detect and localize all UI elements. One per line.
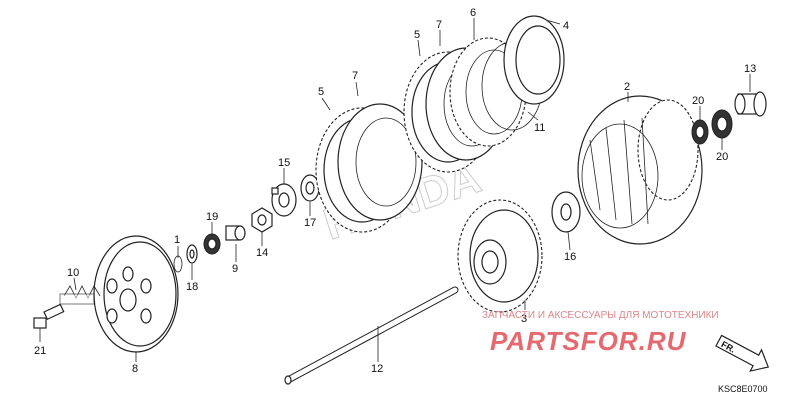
part-1-circlip xyxy=(173,255,183,273)
part-2-clutch-outer xyxy=(577,95,703,245)
part-18-washer xyxy=(186,244,198,264)
callout-6: 6 xyxy=(470,7,476,19)
callout-7a: 7 xyxy=(352,70,358,82)
callout-13: 13 xyxy=(744,63,756,75)
callout-11: 11 xyxy=(534,122,545,134)
part-10-spring xyxy=(59,285,101,305)
part-16-thrust-washer xyxy=(551,191,581,233)
part-20-needle-bearing-b xyxy=(711,109,733,139)
callout-15: 15 xyxy=(278,157,290,169)
callout-9: 9 xyxy=(232,263,238,275)
callout-5b: 5 xyxy=(414,29,420,41)
callout-10: 10 xyxy=(67,267,79,279)
callout-17: 17 xyxy=(304,217,316,229)
part-8-pressure-plate xyxy=(93,235,179,353)
callout-4: 4 xyxy=(563,20,569,32)
watermark-site: PARTSFOR.RU xyxy=(490,326,687,356)
callout-12: 12 xyxy=(371,363,383,375)
callout-18: 18 xyxy=(186,281,198,293)
part-15-lock-washer xyxy=(271,183,297,217)
part-21-bolt xyxy=(33,303,65,329)
part-14-lock-nut xyxy=(251,207,273,233)
part-3-clutch-center xyxy=(457,199,543,313)
part-7-plain-plate-front xyxy=(337,103,423,221)
callout-labels: 1 2 3 4 5 5 6 7 7 8 9 10 11 12 13 14 15 … xyxy=(34,7,756,375)
diagram-code: KSC8E0700 xyxy=(718,384,768,394)
callout-1: 1 xyxy=(174,234,180,246)
callout-7b: 7 xyxy=(436,19,442,31)
leader-lines xyxy=(39,18,751,362)
part-19-bearing xyxy=(203,233,221,255)
front-direction-arrow: FR. xyxy=(715,334,770,372)
callout-3: 3 xyxy=(521,313,527,325)
callout-14: 14 xyxy=(256,247,268,259)
callout-5a: 5 xyxy=(318,86,324,98)
part-9-lifter-piece xyxy=(225,225,246,241)
callout-21: 21 xyxy=(34,345,46,357)
callout-19: 19 xyxy=(206,211,218,223)
watermark-tagline: ЗАПЧАСТИ И АКСЕССУАРЫ ДЛЯ МОТОТЕХНИКИ xyxy=(482,310,719,321)
callout-16: 16 xyxy=(564,251,576,263)
part-12-push-rod xyxy=(284,286,459,385)
callout-20b: 20 xyxy=(716,151,728,163)
part-17-washer xyxy=(300,174,320,202)
callout-8: 8 xyxy=(132,363,138,375)
part-4-judder-seat xyxy=(503,15,565,105)
callout-2: 2 xyxy=(624,81,630,93)
part-13-collar xyxy=(734,91,767,117)
part-20-needle-bearing-a xyxy=(691,119,709,145)
callout-20a: 20 xyxy=(692,95,704,107)
